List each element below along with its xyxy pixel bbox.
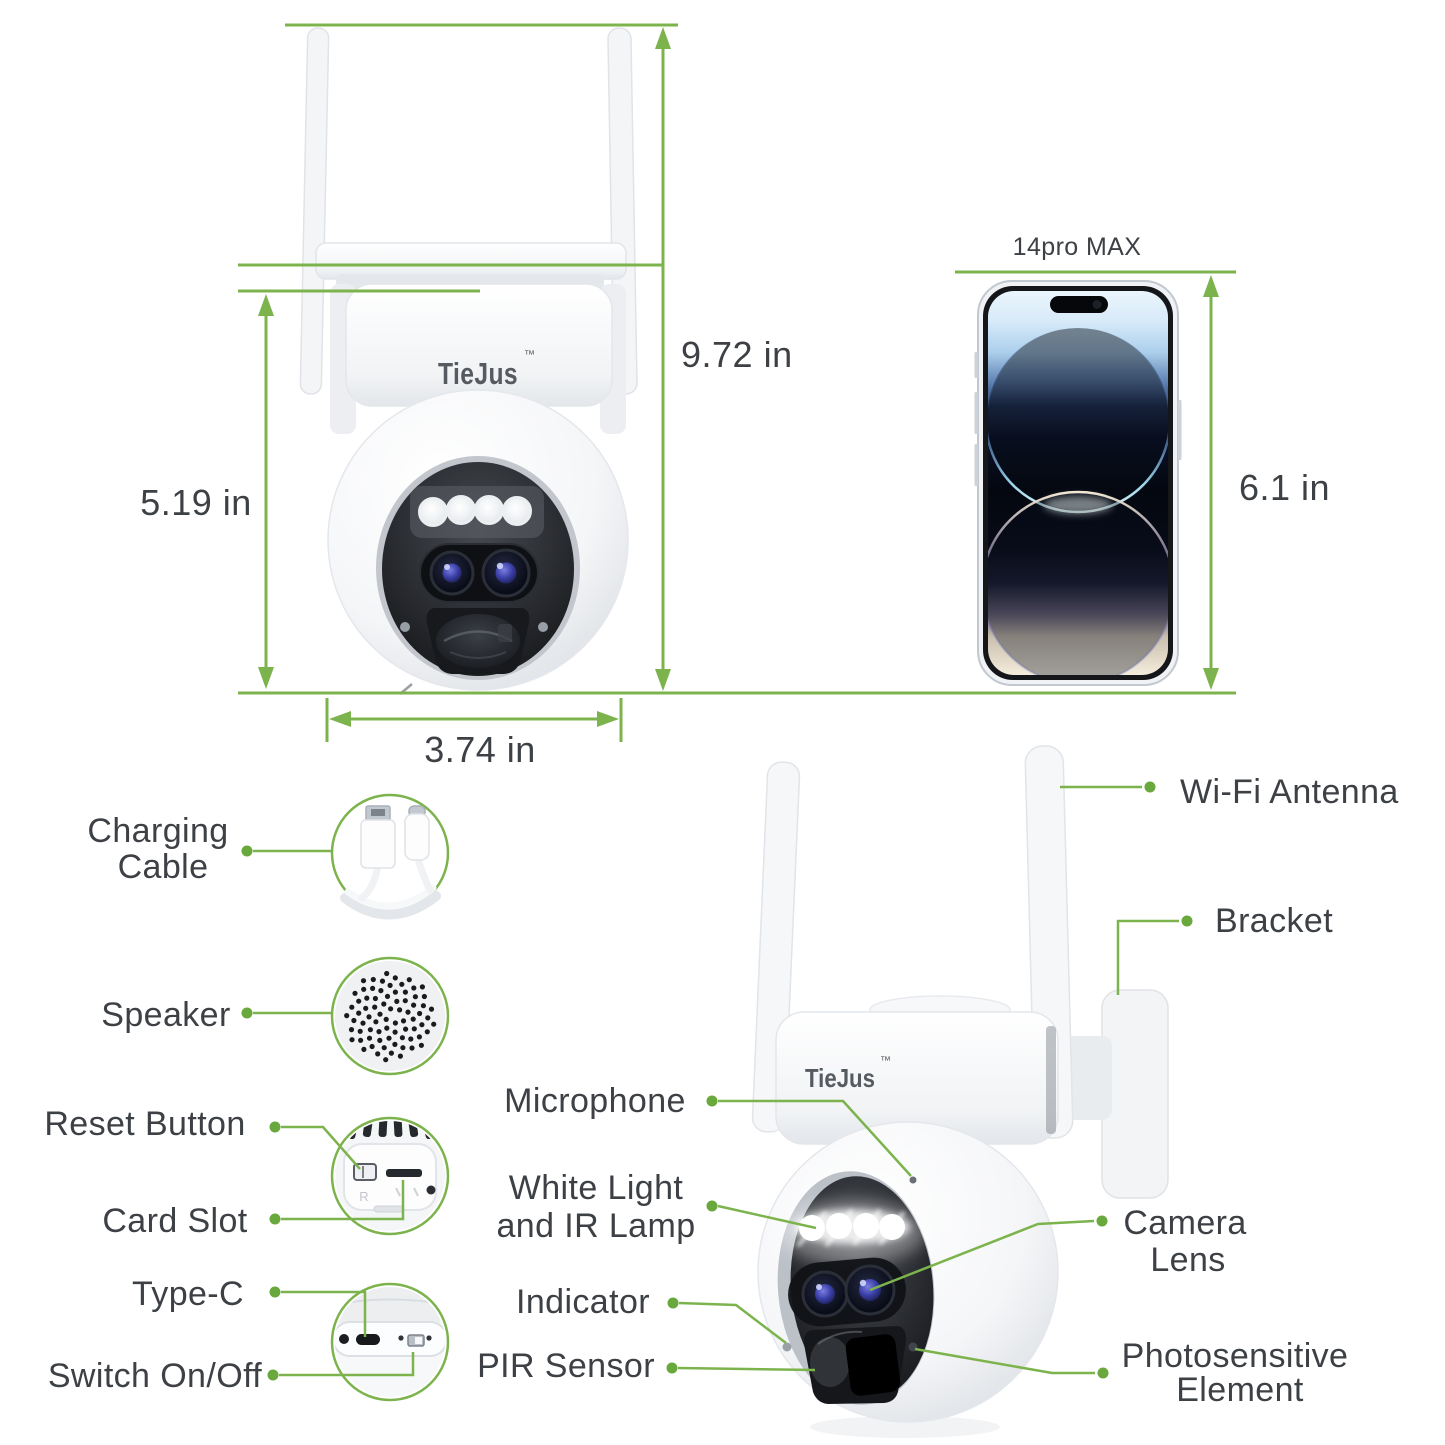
leader-line xyxy=(281,1125,361,1170)
dim-body-height-label: 5.19 in xyxy=(140,482,252,523)
parts-section: Charging Cable Speaker Reset Button Card… xyxy=(44,793,450,1402)
pir-sensor-label: PIR Sensor xyxy=(477,1347,655,1385)
type-c-label: Type-C xyxy=(132,1275,244,1313)
leader-line xyxy=(914,1347,1095,1375)
brand-trademark: ™ xyxy=(880,1055,891,1067)
brand-logo: TieJus xyxy=(805,1063,875,1093)
leader-dot xyxy=(1144,781,1156,793)
microphone-label: Microphone xyxy=(504,1082,686,1120)
front-camera-dot xyxy=(1092,300,1102,309)
phone-side-buttons xyxy=(974,352,1182,486)
phone-illustration: 14pro MAX xyxy=(974,233,1182,686)
leader-dot xyxy=(667,1297,679,1309)
leader-line xyxy=(1116,919,1179,995)
reset-marking: R xyxy=(359,1189,368,1204)
speaker-label: Speaker xyxy=(101,996,230,1034)
leader-line xyxy=(677,1366,816,1372)
dim-total-height-label: 9.72 in xyxy=(681,334,793,375)
white-light-label-line1: White Light xyxy=(509,1169,684,1207)
leader-dot xyxy=(706,1200,718,1212)
pir-sensor-window-icon xyxy=(426,608,530,674)
photosensitive-label-line1: Photosensitive xyxy=(1122,1337,1349,1375)
feature-callouts: Wi-Fi Antenna Bracket Microphone White L… xyxy=(477,773,1399,1409)
reset-button-label: Reset Button xyxy=(44,1105,245,1143)
leader-dot xyxy=(1181,915,1193,927)
dim-phone-height-label: 6.1 in xyxy=(1239,467,1330,508)
pir-sensor-window-icon xyxy=(803,1326,907,1404)
dynamic-island xyxy=(1050,296,1108,313)
leader-dot xyxy=(1097,1367,1109,1379)
charging-cable-label-line1: Charging xyxy=(87,812,228,850)
screw-hole-left xyxy=(400,622,410,632)
charging-cable-icon xyxy=(330,793,450,920)
brand-logo: TieJus xyxy=(438,356,518,391)
leader-dot xyxy=(269,1121,281,1133)
phone-wallpaper xyxy=(988,326,1168,675)
dim-width-label: 3.74 in xyxy=(424,729,536,770)
camera-front-illustration: TieJus ™ xyxy=(299,27,638,695)
leader-line xyxy=(281,1180,405,1221)
leader-dot xyxy=(267,1369,279,1381)
wifi-antenna-left-icon xyxy=(299,27,330,395)
reset-card-slot-icon: R xyxy=(330,1116,450,1236)
camera-body: TieJus ™ xyxy=(775,1011,1059,1145)
indicator-hole-icon xyxy=(782,1342,792,1352)
dimension-lines xyxy=(238,23,1236,742)
white-light-leds-icon xyxy=(777,1200,927,1264)
camera-lens-label-line2: Lens xyxy=(1150,1241,1225,1279)
dual-camera-lens-icon xyxy=(788,1257,906,1327)
camera-body: TieJus ™ xyxy=(345,283,613,407)
card-slot-icon xyxy=(386,1169,422,1177)
bracket-label: Bracket xyxy=(1215,902,1333,940)
photosensitive-label-line2: Element xyxy=(1176,1371,1304,1409)
brand-trademark: ™ xyxy=(524,349,535,361)
phone-screen xyxy=(988,291,1168,675)
wifi-antenna-label: Wi-Fi Antenna xyxy=(1180,773,1399,811)
leader-line xyxy=(678,1301,787,1344)
leader-dot xyxy=(666,1362,678,1374)
leader-line xyxy=(718,1099,912,1177)
camera-perspective-illustration: TieJus ™ xyxy=(751,745,1169,1438)
screw-hole-right xyxy=(538,622,548,632)
speaker-hole-pattern xyxy=(344,970,437,1063)
leader-dot xyxy=(241,1007,253,1019)
indicator-label: Indicator xyxy=(516,1283,650,1321)
type-c-port-icon xyxy=(356,1334,380,1345)
leader-dot xyxy=(706,1095,718,1107)
camera-head xyxy=(327,389,629,695)
leader-dot xyxy=(269,1213,281,1225)
microphone-hole-icon xyxy=(909,1176,917,1184)
phone-model-label: 14pro MAX xyxy=(1013,233,1142,261)
camera-lens-label-line1: Camera xyxy=(1123,1204,1246,1242)
switch-label: Switch On/Off xyxy=(48,1357,262,1395)
leader-line xyxy=(281,1290,367,1337)
leader-line xyxy=(869,1219,1095,1292)
speaker-icon xyxy=(330,956,450,1076)
charging-cable-label-line2: Cable xyxy=(118,848,209,886)
dual-camera-lens-icon xyxy=(419,543,539,603)
leader-dot xyxy=(1096,1215,1108,1227)
white-light-label-line2: and IR Lamp xyxy=(496,1207,695,1245)
leader-dot xyxy=(241,845,253,857)
camera-head xyxy=(757,1121,1059,1438)
leader-dot xyxy=(269,1286,281,1298)
white-light-led-array-icon xyxy=(410,486,544,538)
leader-line xyxy=(279,1352,415,1377)
card-slot-label: Card Slot xyxy=(102,1202,247,1240)
leader-line xyxy=(717,1204,817,1230)
